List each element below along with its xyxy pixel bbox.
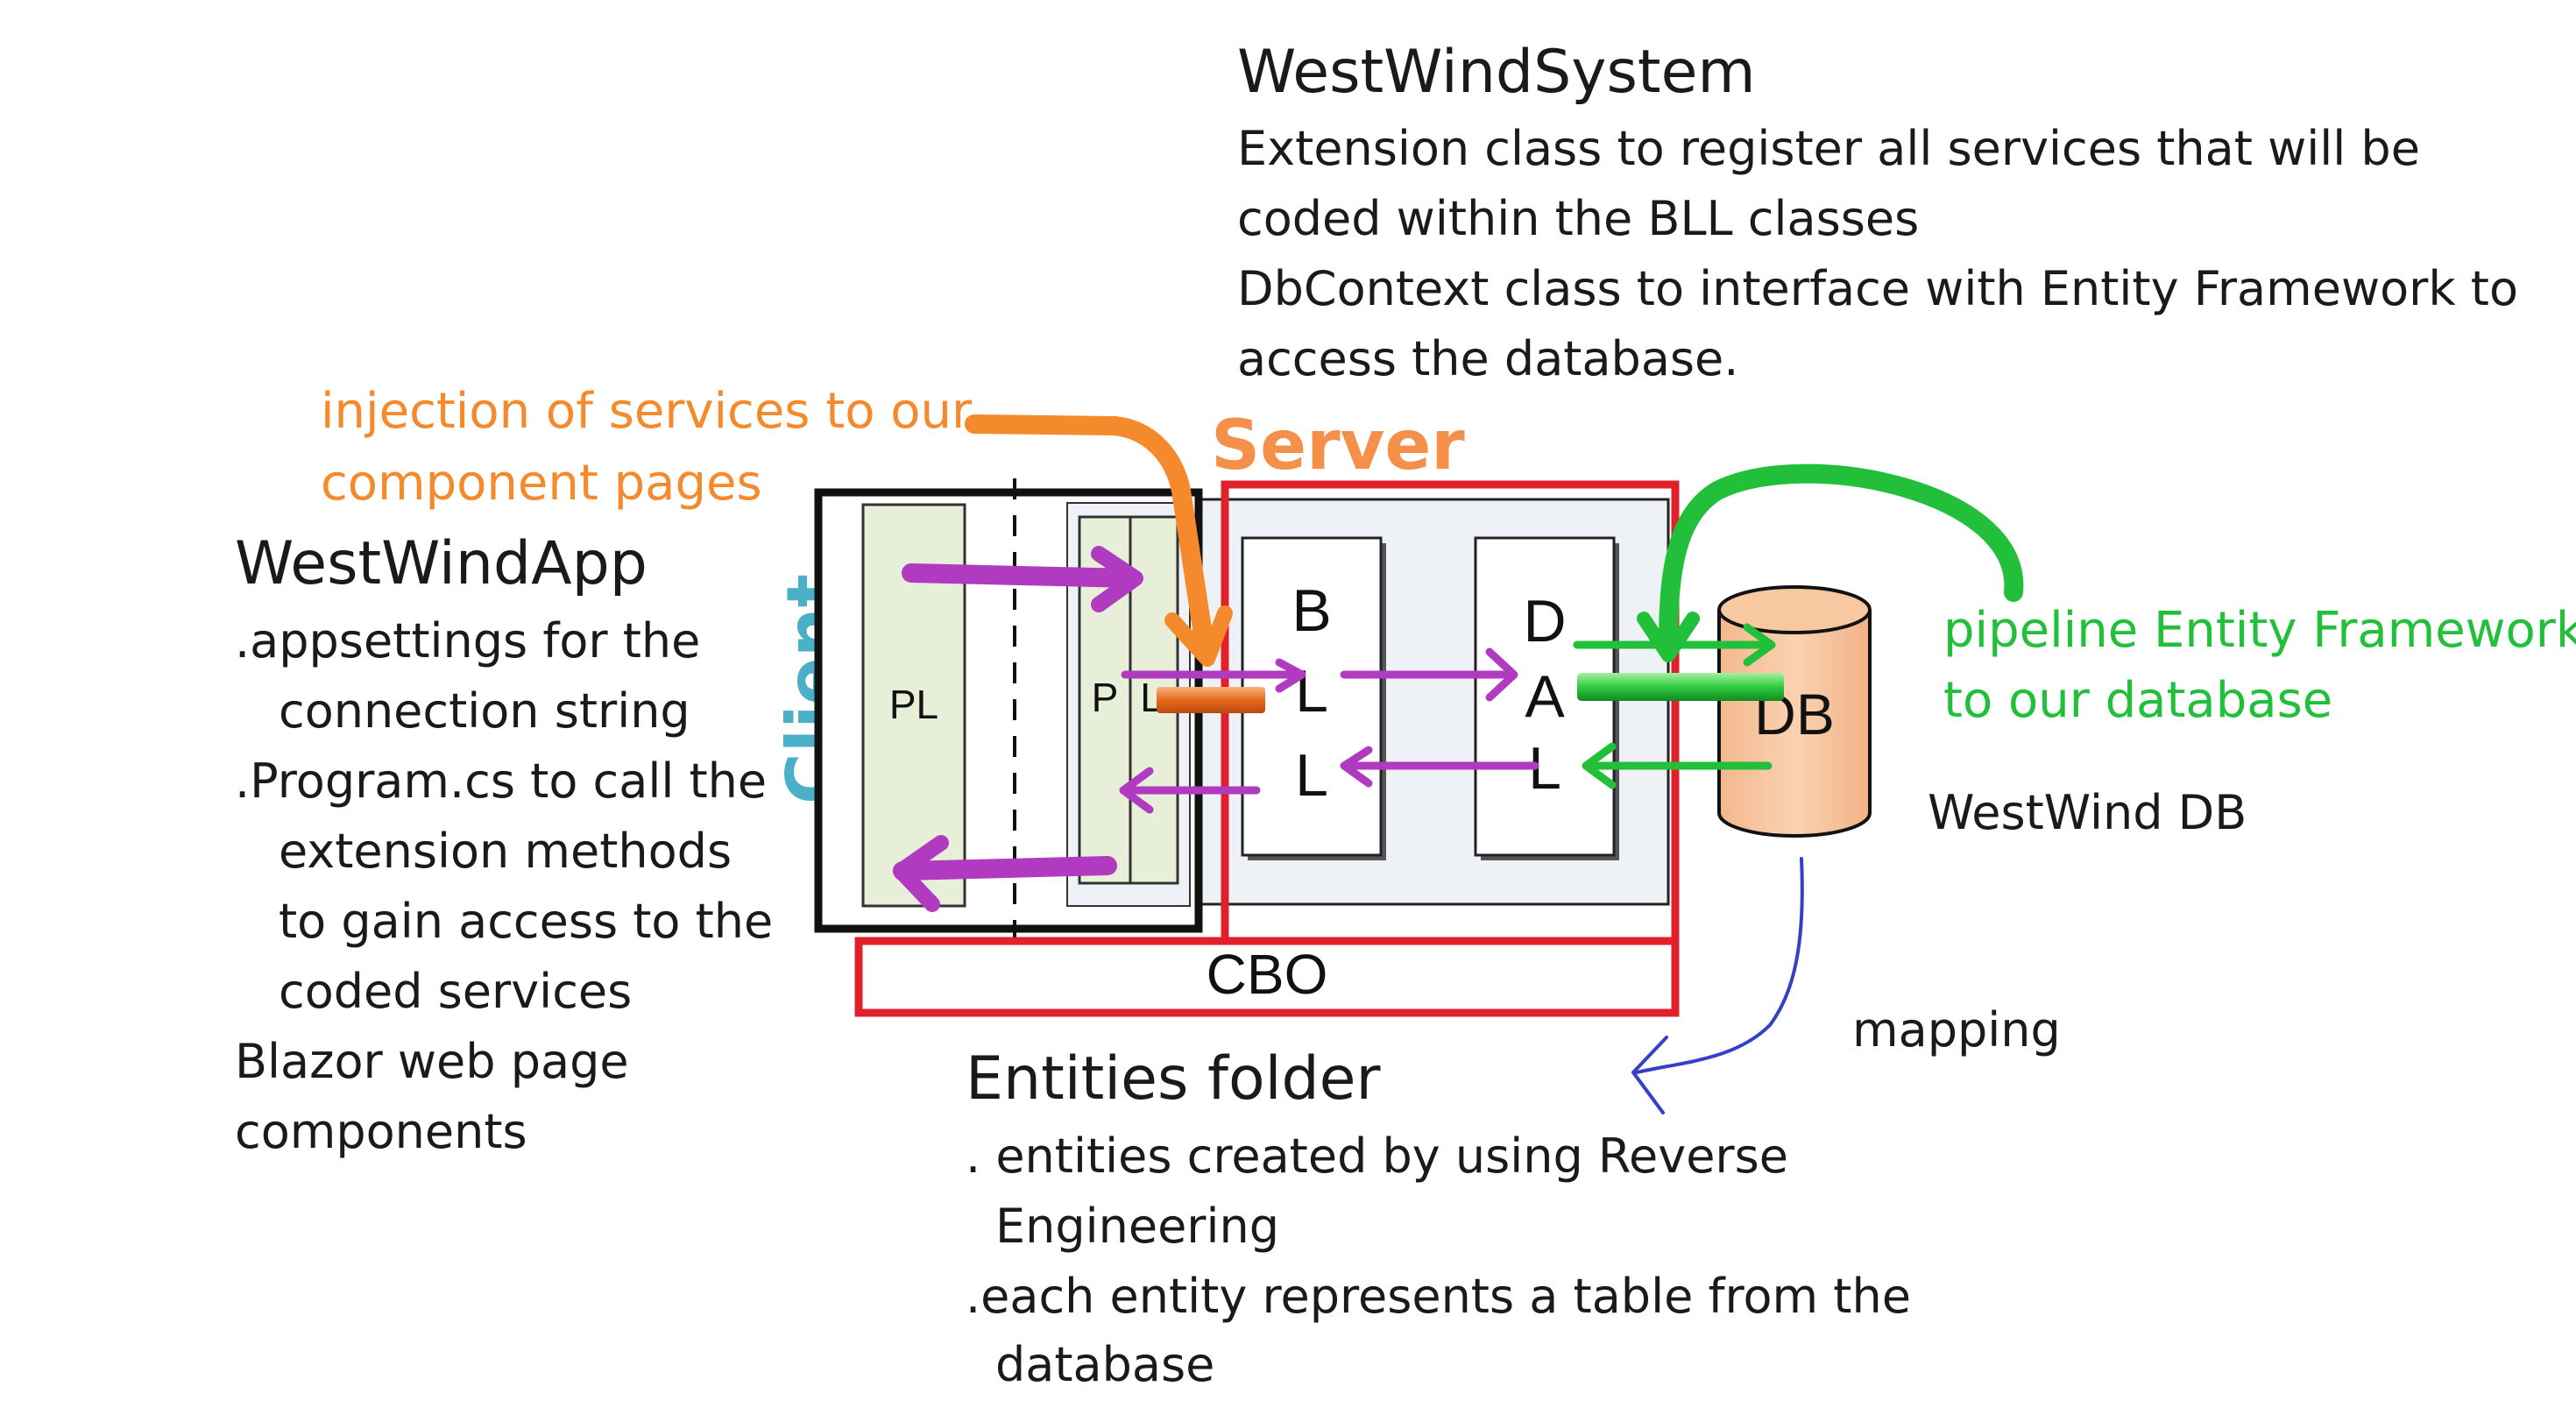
entities-line-1: . entities created by using Reverse <box>966 1128 1788 1184</box>
mapping-label: mapping <box>1852 1002 2061 1058</box>
pl-right-p-label: P <box>1092 675 1119 720</box>
pl-left-label: PL <box>889 682 938 727</box>
bll-letter-l2: L <box>1295 742 1328 809</box>
purple-arrowhead-bll-to-dal <box>1485 647 1518 702</box>
entities-title: Entities folder <box>966 1044 1380 1114</box>
injection-bar <box>1157 687 1265 713</box>
westwind-system-line-2: coded within the BLL classes <box>1237 191 1919 246</box>
purple-arrowhead-pl-to-bll <box>1275 658 1306 693</box>
dal-letter-d: D <box>1523 588 1566 654</box>
westwind-system-line-4: access the database. <box>1237 331 1738 386</box>
westwind-app-line-8: components <box>235 1104 527 1159</box>
server-label: Server <box>1211 407 1465 485</box>
pipeline-note-line-2: to our database <box>1943 672 2332 729</box>
db-caption: WestWind DB <box>1928 785 2247 840</box>
westwind-app-line-2: connection string <box>279 683 690 739</box>
ef-pipeline-bar <box>1577 673 1784 701</box>
purple-arrow-pl-to-pl <box>902 563 1140 588</box>
purple-arrowhead-bll-to-pl <box>1119 767 1154 814</box>
injection-note-line-1: injection of services to our <box>321 383 973 440</box>
orange-injection-arrowhead <box>1164 605 1233 667</box>
purple-arrow-pl-to-pl-return <box>893 856 1117 881</box>
green-pipeline-arrowhead <box>1637 612 1700 662</box>
westwind-app-line-7: Blazor web page <box>235 1034 629 1089</box>
bll-letter-b: B <box>1292 577 1331 644</box>
dal-letter-a: A <box>1525 663 1565 730</box>
db-cylinder-body <box>1717 610 1872 838</box>
westwind-app-line-3: .Program.cs to call the <box>235 753 767 809</box>
cbo-box <box>854 937 1680 1017</box>
westwind-system-title: WestWindSystem <box>1237 38 1756 107</box>
westwind-app-line-6: coded services <box>279 964 632 1019</box>
mapping-arrowhead <box>1631 1036 1668 1114</box>
bll-box <box>1241 536 1383 857</box>
cbo-label: CBO <box>1207 943 1328 1006</box>
pipeline-note-line-1: pipeline Entity Framework <box>1943 602 2576 659</box>
westwind-app-line-4: extension methods <box>279 824 732 879</box>
purple-arrowhead-dal-to-bll <box>1340 746 1373 788</box>
green-arrowhead-dal-to-db <box>1743 623 1776 667</box>
westwind-app-line-1: .appsettings for the <box>235 613 700 669</box>
entities-line-3: .each entity represents a table from the <box>966 1269 1911 1324</box>
green-arrowhead-db-to-dal <box>1582 742 1617 789</box>
entities-line-4: database <box>995 1337 1214 1392</box>
westwind-app-title: WestWindApp <box>235 529 648 598</box>
injection-note-line-2: component pages <box>321 455 762 512</box>
mapping-arrow <box>1635 857 1804 1074</box>
westwind-app-line-5: to gain access to the <box>279 894 773 949</box>
orange-injection-arrow <box>965 414 1215 661</box>
entities-line-2: Engineering <box>995 1199 1279 1254</box>
westwind-system-line-1: Extension class to register all services… <box>1237 121 2420 176</box>
westwind-system-line-3: DbContext class to interface with Entity… <box>1237 261 2518 316</box>
purple-arrowhead-pl-to-pl <box>1091 546 1143 612</box>
purple-arrowhead-pl-to-pl-return <box>893 835 949 912</box>
green-pipeline-curve <box>1659 463 2024 658</box>
bll-letter-l1: L <box>1295 658 1328 725</box>
db-cylinder-top <box>1717 585 1872 634</box>
